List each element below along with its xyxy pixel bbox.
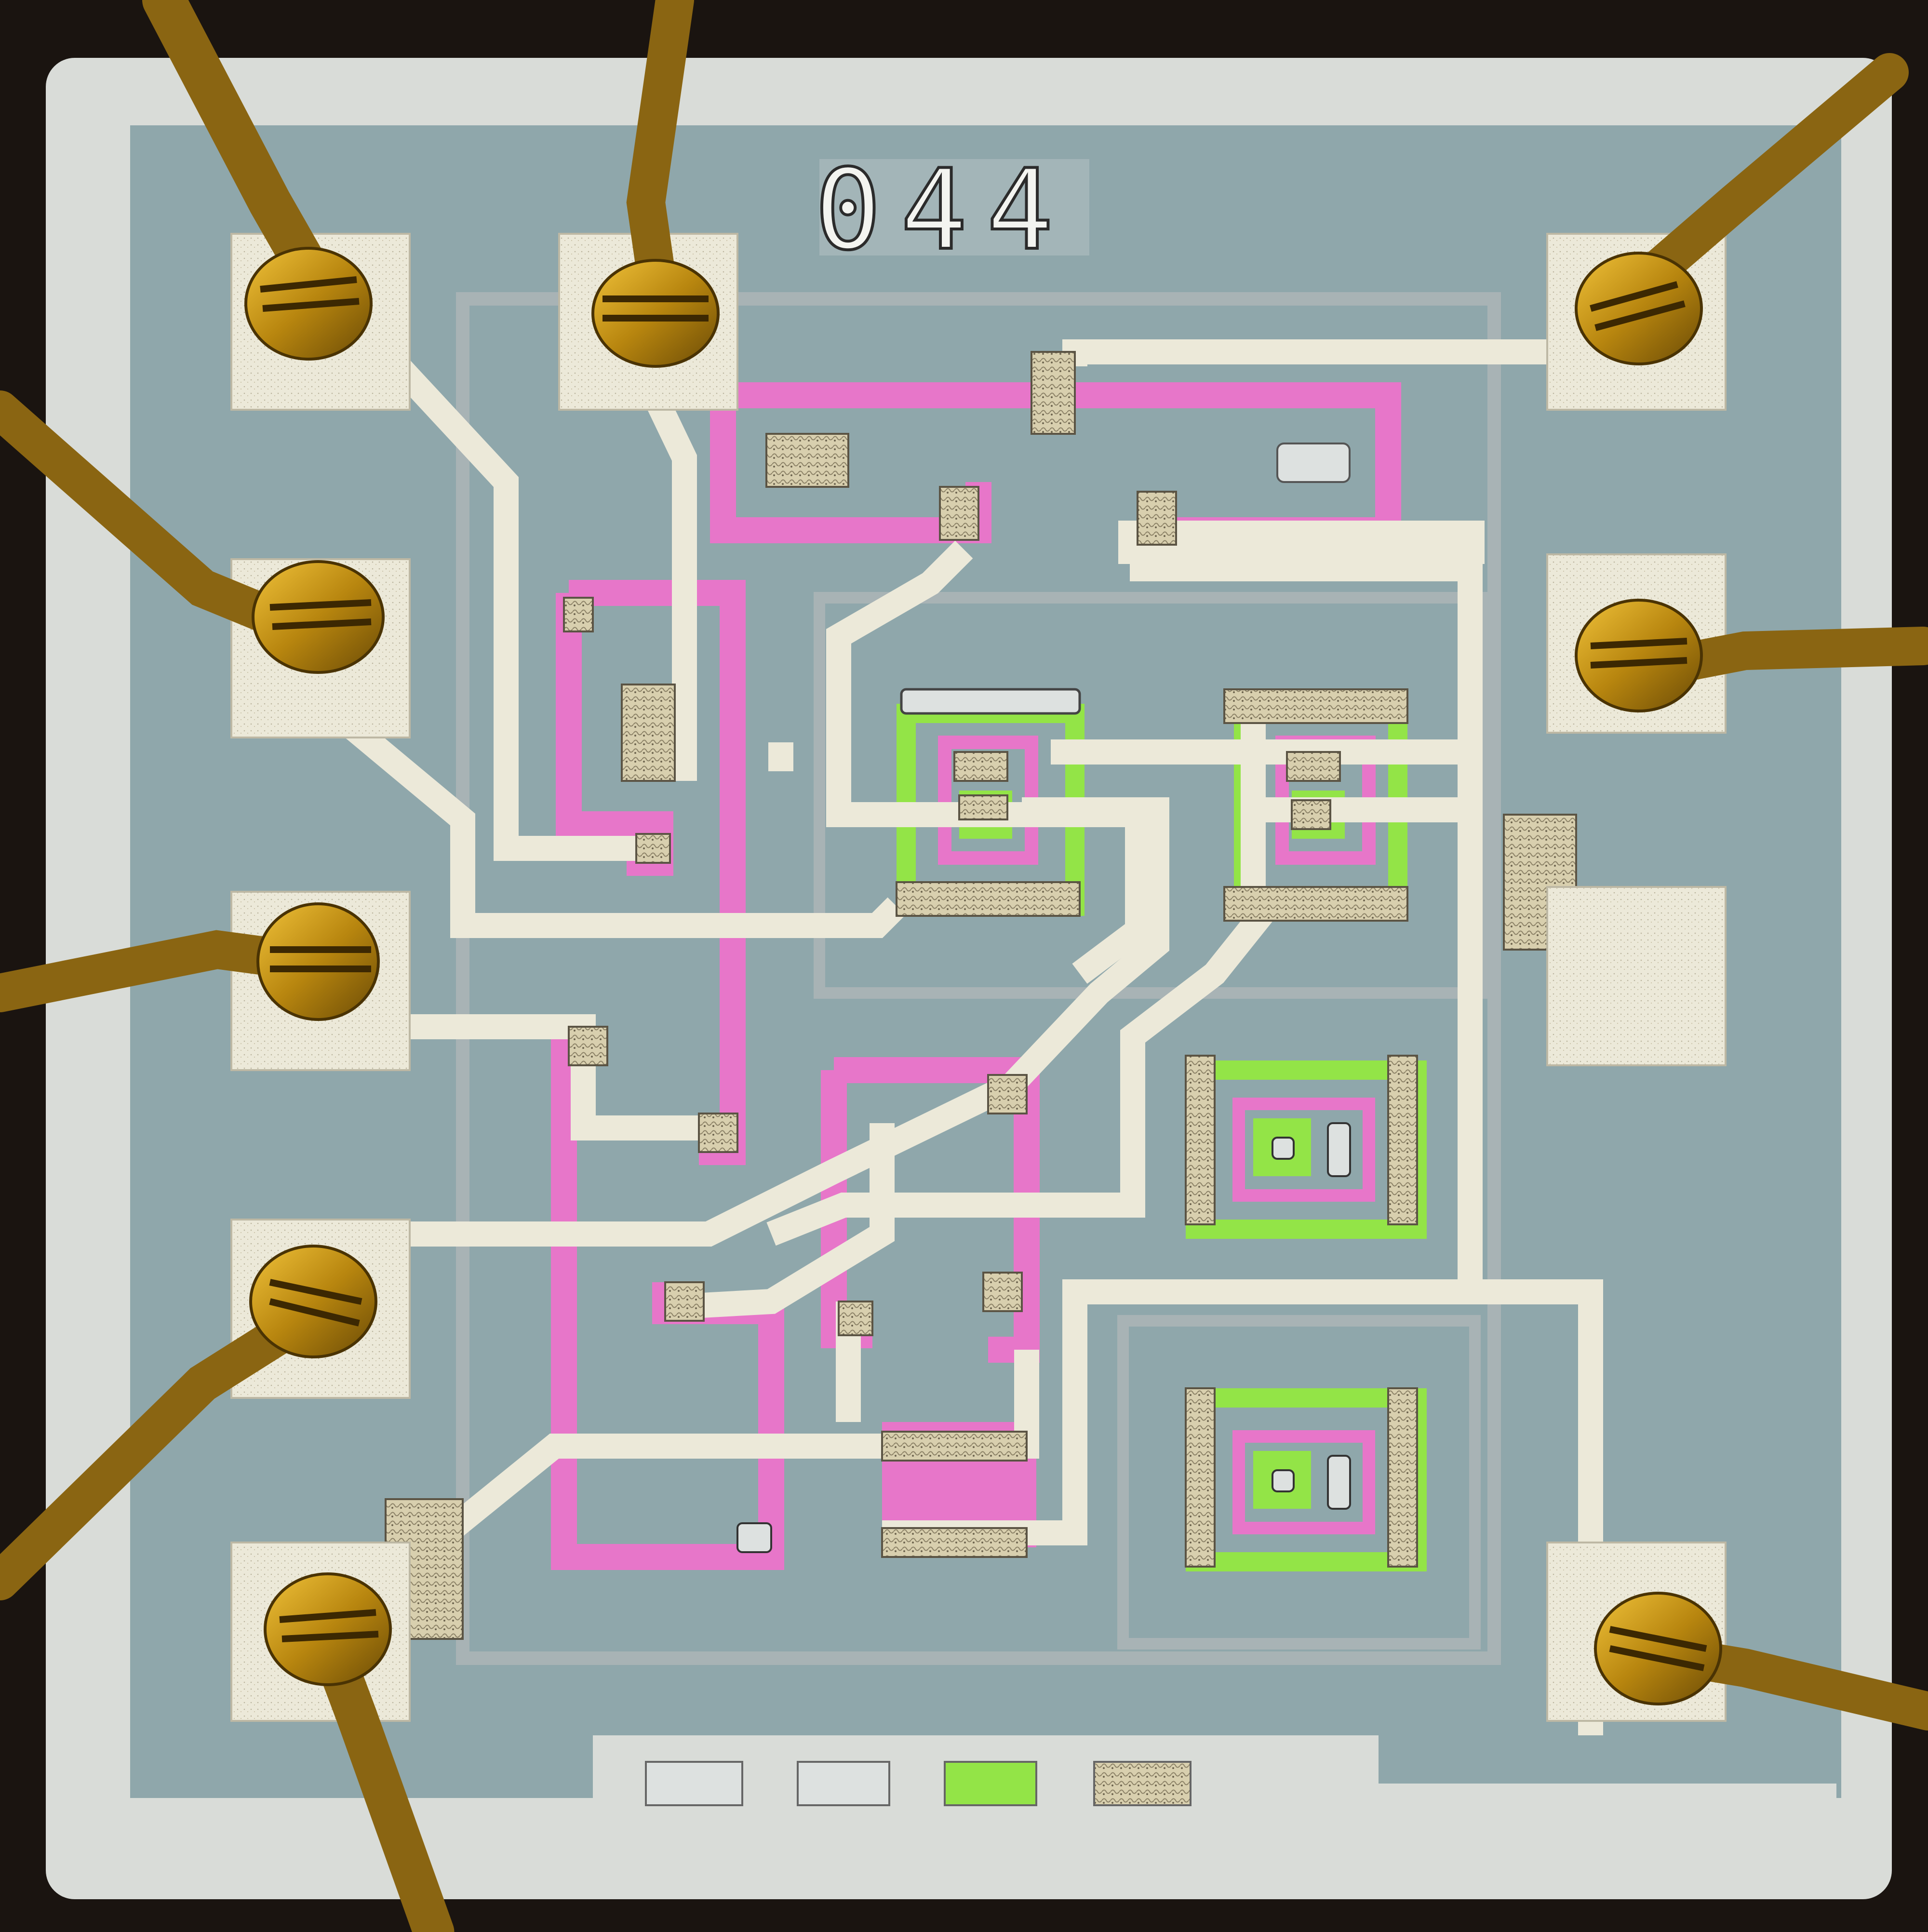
gold-ball-top-right-1	[1575, 252, 1703, 365]
test-pad-metal-2	[797, 1761, 890, 1806]
isolation-region	[814, 592, 1490, 999]
test-pad-metal-1	[645, 1761, 743, 1806]
isolation-region-2	[1117, 1315, 1481, 1650]
gold-ball-right-2	[1575, 599, 1703, 712]
gold-ball-stripes	[260, 276, 1707, 1671]
isolation-border	[456, 292, 1501, 1665]
die-marking-text: 044	[815, 146, 1072, 275]
test-pad-emitter	[944, 1761, 1037, 1806]
gold-ball-left-4	[249, 1245, 377, 1358]
gold-ball-top-left-2	[591, 259, 720, 368]
base-contact-window	[736, 1522, 772, 1553]
gold-ball-left-5	[264, 1572, 392, 1686]
contacts	[385, 351, 1577, 1640]
gold-ball-right-4	[1594, 1592, 1722, 1705]
gold-ball-left-3	[256, 902, 380, 1021]
metal-bus-top	[1118, 521, 1485, 564]
test-structure-strip	[593, 1735, 1836, 1806]
gold-ball-left-2	[252, 560, 385, 674]
test-pad-contact	[1093, 1761, 1192, 1806]
bond-pad-right-3	[1546, 886, 1727, 1066]
resistor-window	[1276, 443, 1351, 483]
die-marking: 044	[813, 145, 1089, 276]
